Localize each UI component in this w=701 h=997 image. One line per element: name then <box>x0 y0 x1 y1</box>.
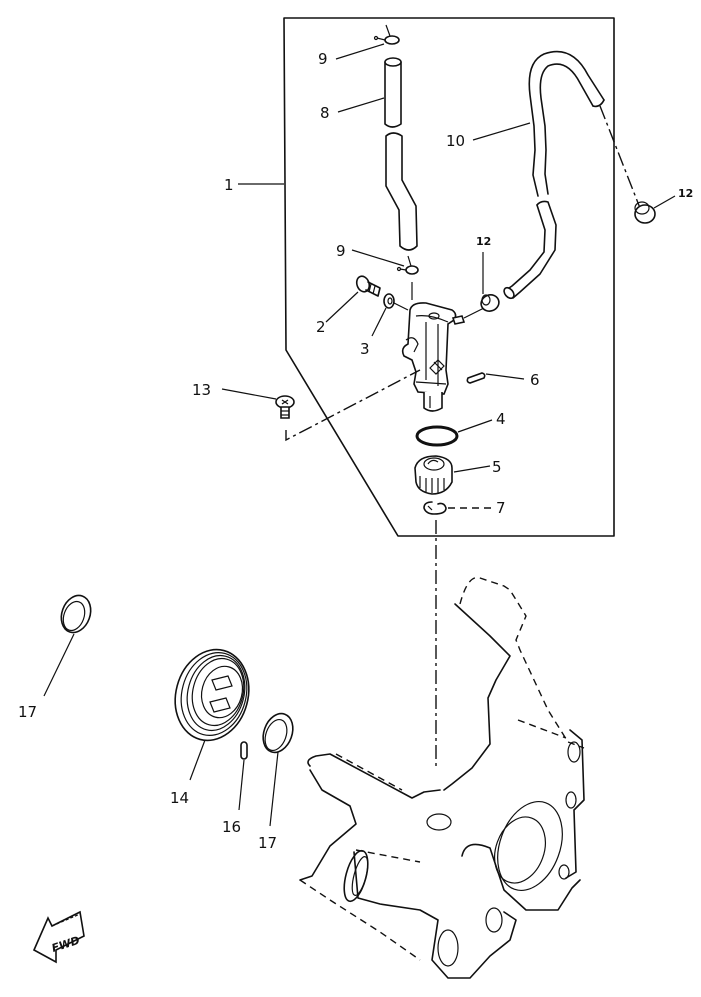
assembly-line-12 <box>599 105 641 209</box>
callout-6: 6 <box>530 371 540 389</box>
leader-17-left <box>43 633 75 697</box>
leader-9-top <box>335 43 385 60</box>
leader-14 <box>189 739 206 781</box>
leader-6 <box>485 373 525 380</box>
callout-12-inner: 12 <box>476 235 491 248</box>
part-16-pin <box>240 741 248 760</box>
leader-12-right <box>653 195 676 209</box>
callout-8: 8 <box>320 104 330 122</box>
callout-14: 14 <box>170 789 189 807</box>
callout-10: 10 <box>446 132 465 150</box>
leader-16 <box>238 759 245 811</box>
part-17-circlip-right <box>262 712 294 754</box>
part-17-circlip-left <box>60 594 92 634</box>
part-9-clip-top <box>373 24 400 45</box>
callout-17-right: 17 <box>258 834 277 852</box>
part-13-screw <box>275 395 295 419</box>
callout-13: 13 <box>192 381 211 399</box>
callout-2: 2 <box>316 318 326 336</box>
callout-3: 3 <box>360 340 370 358</box>
part-9-clip-bottom <box>396 255 419 275</box>
part-5-gear <box>414 455 453 495</box>
callout-9-bottom: 9 <box>336 242 346 260</box>
leader-5 <box>453 465 491 473</box>
leader-13 <box>221 388 277 400</box>
part-4-o-ring <box>415 425 459 447</box>
leader-8 <box>337 97 385 113</box>
callout-9-top: 9 <box>318 50 328 68</box>
leader-2 <box>325 291 359 323</box>
fwd-direction-badge: FWD <box>32 910 85 964</box>
callout-4: 4 <box>496 410 506 428</box>
callout-1: 1 <box>224 176 234 194</box>
part-12-cap-inner <box>480 294 500 312</box>
part-14-pulley <box>174 648 250 742</box>
part-10-hose <box>503 50 605 300</box>
leader-17-right <box>269 751 279 827</box>
assembly-line-3 <box>393 302 409 311</box>
pump-body <box>401 302 466 412</box>
callout-12-right: 12 <box>678 187 693 200</box>
leader-3 <box>371 307 387 337</box>
assembly-line-13 <box>285 369 421 442</box>
part-8-hose <box>384 57 418 251</box>
leader-9-bottom <box>351 249 405 267</box>
assembly-1-outline <box>283 17 615 537</box>
callout-17-left: 17 <box>18 703 37 721</box>
part-12-cap-right <box>634 201 656 224</box>
part-7-clip <box>423 501 447 515</box>
leader-4 <box>457 419 493 433</box>
part-2-bolt <box>355 275 381 297</box>
housing <box>299 576 585 979</box>
callout-16: 16 <box>222 818 241 836</box>
part-3-washer <box>383 293 395 309</box>
callout-5: 5 <box>492 458 502 476</box>
assembly-line-12-inner <box>463 307 485 319</box>
callout-7: 7 <box>496 499 506 517</box>
part-6-pin <box>466 372 486 384</box>
leader-10 <box>472 122 531 141</box>
